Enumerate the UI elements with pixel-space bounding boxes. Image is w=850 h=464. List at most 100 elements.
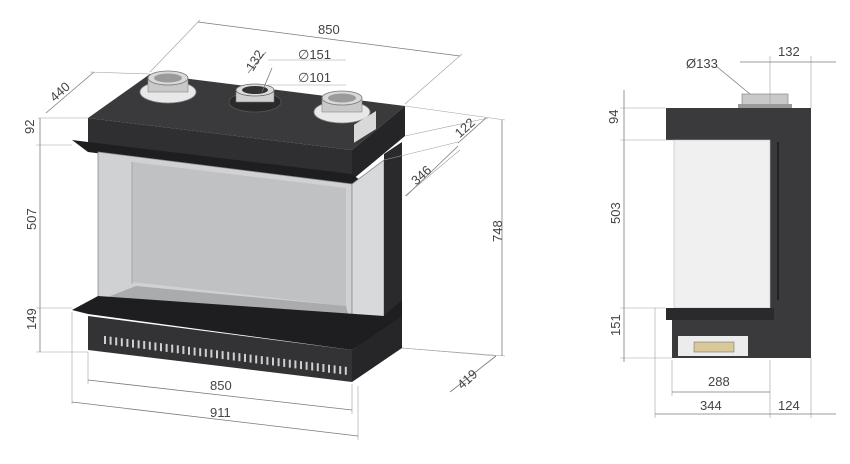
side-glass: [673, 139, 771, 309]
fireplace-3d-view: [72, 70, 405, 382]
dim-side-glass-height: 503: [608, 202, 623, 224]
side-rear-wall: [770, 140, 811, 358]
dim-line-bottom-inner: [87, 379, 353, 411]
top-box-front: [88, 118, 352, 180]
dim-side-base-height: 151: [608, 314, 623, 336]
vent-slot: [255, 355, 258, 364]
vent-slot: [300, 361, 302, 370]
dim-line-pipe-dia: [715, 65, 751, 95]
vent-slot: [182, 346, 185, 354]
pipe-opening: [154, 73, 182, 83]
dim-line-right-glass: [405, 145, 459, 197]
vent-slot: [188, 346, 190, 355]
base-vent-panel: [354, 111, 376, 143]
dim-side-pipe-dia: Ø133: [686, 56, 718, 71]
flue-pipe-left: [139, 70, 197, 104]
top-box-side: [352, 106, 405, 180]
base-side: [352, 316, 402, 382]
dim-bottom-width-inner: 850: [210, 378, 232, 393]
dim-depth-top: 440: [47, 79, 73, 105]
dim-side-base-right: 124: [778, 398, 800, 413]
vent-slot: [311, 362, 314, 371]
fireplace-side-view: [666, 93, 811, 358]
vent-slot: [154, 342, 157, 351]
vent-slot: [249, 354, 252, 363]
vent-slot: [305, 361, 308, 370]
dim-width-top: 850: [318, 22, 340, 37]
pipe-opening: [242, 86, 268, 94]
vent-slot: [193, 347, 196, 356]
vent-slot: [266, 356, 269, 365]
dim-right-glass-depth: 346: [408, 162, 434, 188]
vent-slot: [115, 337, 118, 346]
vent-slot: [132, 339, 134, 348]
dim-line-right-top: [457, 117, 487, 144]
base-front: [88, 316, 352, 382]
vent-slot: [288, 359, 291, 368]
vent-slot: [176, 345, 179, 354]
vent-slot: [210, 349, 213, 358]
vent-slot: [328, 364, 330, 373]
pipe-opening: [328, 93, 356, 103]
vent-slot: [171, 344, 174, 353]
side-base-lip: [666, 308, 774, 320]
dim-bottom-width-outer: 911: [210, 405, 231, 420]
dim-dia-inner: ∅101: [298, 70, 331, 85]
vent-slot: [344, 366, 347, 375]
dim-side-base-left: 344: [700, 398, 722, 413]
vent-slot: [333, 365, 336, 374]
side-gas-valve: [693, 341, 735, 353]
dim-glass-height: 507: [24, 208, 39, 230]
base-lip: [72, 296, 402, 350]
glass-section: [97, 142, 402, 341]
dim-line-pipe-offset: [247, 51, 267, 74]
dim-side-top-height: 94: [606, 110, 621, 124]
flue-pipe-right: [313, 90, 371, 124]
vent-slot: [104, 336, 106, 344]
back-glass: [132, 162, 346, 306]
vent-slot: [216, 350, 218, 359]
vent-slot: [238, 353, 241, 362]
side-glass: [351, 159, 385, 341]
side-top-box: [666, 108, 811, 140]
vent-slots: [104, 336, 347, 375]
vent-slot: [160, 343, 162, 352]
dim-side-top-width: 132: [778, 44, 800, 59]
vent-slot: [277, 358, 280, 367]
dim-line-bottom-depth: [449, 355, 497, 393]
dim-line-bottom-outer: [71, 401, 359, 437]
vent-slot: [227, 351, 230, 360]
vent-slot: [316, 363, 319, 372]
vent-slot: [283, 358, 286, 367]
dim-side-base-inner: 288: [708, 374, 730, 389]
vent-slot: [221, 351, 224, 360]
dim-line-width-top: [197, 21, 461, 57]
dim-dia-outer: ∅151: [298, 47, 331, 62]
dim-bottom-depth: 419: [454, 366, 480, 392]
base-box: [72, 111, 402, 382]
vent-slot: [322, 364, 325, 372]
side-frame: [384, 142, 402, 318]
vent-slot: [260, 356, 263, 365]
vent-slot: [120, 338, 123, 347]
vent-slot: [339, 366, 342, 375]
vent-slot: [204, 348, 207, 357]
right-dimensions: 132 Ø133 94 503 151 288 344 124: [606, 44, 836, 418]
vent-slot: [244, 353, 246, 362]
vent-slot: [109, 336, 112, 345]
dim-right-top-depth: 122: [452, 115, 478, 141]
top-lip: [72, 140, 370, 188]
vent-slot: [126, 338, 129, 347]
dim-top-height: 92: [22, 120, 37, 134]
dim-overall-height: 748: [490, 220, 505, 242]
flue-pipe-center: [228, 83, 282, 113]
vent-slot: [272, 357, 274, 366]
side-pipe-collar: [738, 104, 792, 109]
vent-slot: [232, 352, 235, 361]
dim-line-depth-top: [45, 71, 95, 114]
dim-base-height: 149: [24, 308, 39, 330]
vent-slot: [294, 360, 297, 369]
dim-pipe-offset: 132: [243, 47, 267, 73]
vent-slot: [137, 340, 140, 349]
